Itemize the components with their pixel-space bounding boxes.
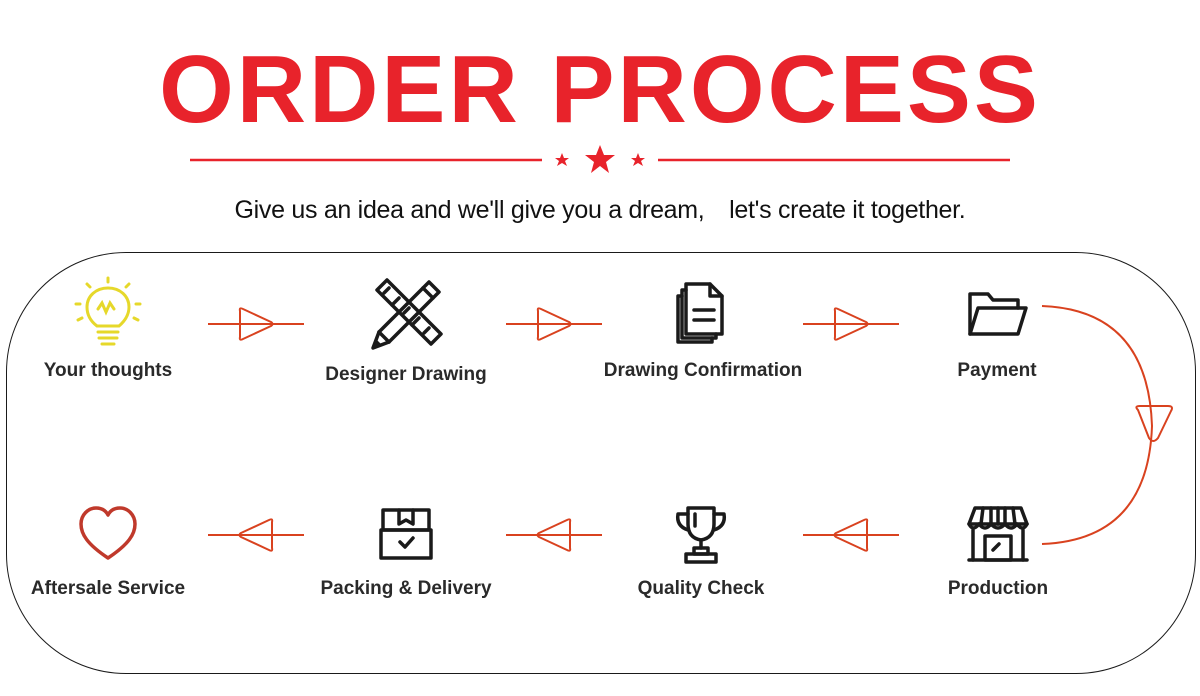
heart-icon bbox=[79, 506, 137, 560]
step-label: Designer Drawing bbox=[325, 364, 487, 385]
folder-icon bbox=[968, 292, 1028, 336]
storefront-icon bbox=[967, 506, 1029, 562]
step-quality-check: Quality Check bbox=[581, 502, 821, 600]
return-curve-arrow bbox=[1041, 305, 1173, 545]
step-label: Packing & Delivery bbox=[320, 578, 492, 599]
step-label: Payment bbox=[957, 360, 1037, 381]
step-designer-drawing: Designer Drawing bbox=[286, 276, 526, 386]
step-payment: Payment bbox=[877, 276, 1117, 382]
step-label: Aftersale Service bbox=[30, 578, 186, 599]
small-star-icon bbox=[555, 153, 569, 166]
step-drawing-confirmation: Drawing Confirmation bbox=[583, 276, 823, 382]
step-aftersale-service: Aftersale Service bbox=[0, 502, 228, 600]
step-label: Production bbox=[947, 578, 1049, 599]
page-title: ORDER PROCESS bbox=[159, 36, 1041, 143]
step-label: Drawing Confirmation bbox=[603, 360, 803, 381]
arrow-left-icon bbox=[208, 518, 304, 552]
arrow-right-icon bbox=[208, 307, 304, 341]
step-production: Production bbox=[878, 502, 1118, 600]
step-packing-delivery: Packing & Delivery bbox=[286, 502, 526, 600]
arrow-right-icon bbox=[506, 307, 602, 341]
package-icon bbox=[379, 508, 433, 560]
arrow-left-icon bbox=[803, 518, 899, 552]
documents-icon bbox=[676, 282, 724, 344]
lightbulb-icon bbox=[74, 276, 142, 346]
title-divider bbox=[190, 145, 1010, 173]
step-your-thoughts: Your thoughts bbox=[0, 276, 228, 382]
large-star-icon bbox=[585, 145, 615, 173]
step-label: Quality Check bbox=[637, 578, 765, 599]
arrow-right-icon bbox=[803, 307, 899, 341]
pencil-ruler-icon bbox=[371, 278, 443, 350]
step-label: Your thoughts bbox=[43, 360, 173, 381]
subtitle: Give us an idea and we'll give you a dre… bbox=[234, 196, 966, 224]
small-star-icon bbox=[631, 153, 645, 166]
arrow-left-icon bbox=[506, 518, 602, 552]
process-frame bbox=[6, 252, 1196, 674]
trophy-icon bbox=[675, 506, 727, 564]
